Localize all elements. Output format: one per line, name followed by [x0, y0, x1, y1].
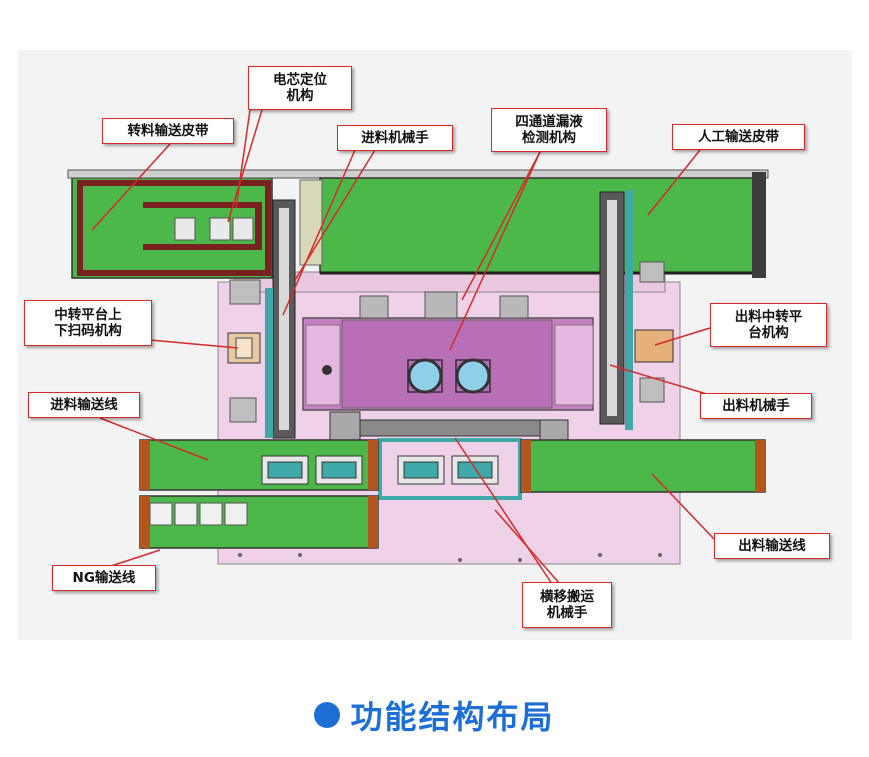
bullet-dot-icon [314, 702, 341, 728]
label-transfer-belt: 转料输送皮带 [102, 118, 234, 144]
test-chamber-1 [407, 358, 443, 394]
cell-locator-jaw [143, 202, 262, 250]
label-leak-detection: 四通道漏液 检测机构 [491, 108, 607, 152]
label-cell-positioning: 电芯定位 机构 [248, 66, 352, 110]
label-outfeed-line: 出料输送线 [714, 533, 830, 559]
outfeed-line [520, 439, 766, 493]
label-cross-transfer: 横移搬运 机械手 [522, 582, 612, 628]
label-outlet-platform: 出料中转平 台机构 [710, 303, 827, 347]
manual-belt [319, 177, 765, 274]
label-outfeed-manipulator: 出料机械手 [700, 393, 812, 419]
label-manual-belt: 人工输送皮带 [672, 124, 805, 150]
label-ng-line: NG输送线 [52, 565, 156, 591]
fixture-trays [261, 455, 499, 485]
outlet-platform [634, 329, 674, 363]
transfer-belt-frame [77, 180, 271, 276]
title-row: 功能结构布局 [0, 690, 869, 740]
leader-lines [91, 109, 716, 585]
label-infeed-line: 进料输送线 [28, 392, 140, 418]
label-infeed-manipulator: 进料机械手 [337, 125, 453, 151]
page-title: 功能结构布局 [350, 698, 555, 736]
frame-bolts [238, 553, 662, 562]
cross-transfer-rail [329, 419, 563, 437]
label-scan-platform: 中转平台上 下扫码机构 [24, 300, 152, 346]
test-chamber-2 [455, 358, 491, 394]
